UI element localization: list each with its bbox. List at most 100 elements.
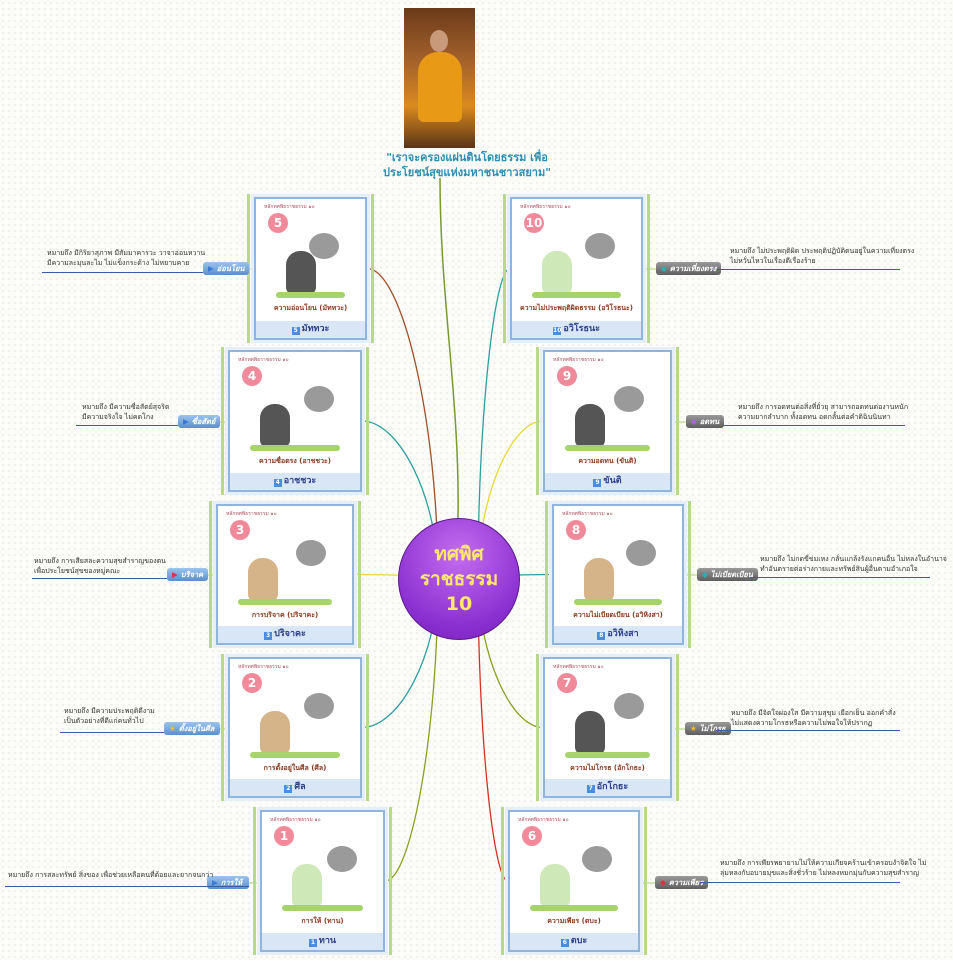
cartoon-character-icon — [542, 251, 572, 295]
badge-label: ตั้งอยู่ในศีล — [178, 724, 215, 733]
portrait-robe — [418, 52, 462, 122]
description-line: หมายถึง มีความซื่อสัตย์สุจริต — [82, 403, 170, 411]
description-line: ลุ่มหลงกับอบายมุขและสิ่งชั่วร้าย ไม่หลงห… — [720, 869, 920, 877]
cartoon-character-icon — [260, 711, 290, 755]
description-line: มีความละมุนละไม ไม่แข็งกระด้าง ไม่หยาบคา… — [47, 259, 190, 267]
card-illustration — [565, 693, 650, 758]
grass-icon — [574, 599, 662, 605]
card-frame — [536, 347, 679, 495]
grass-icon — [565, 752, 650, 758]
card-illustration — [238, 540, 332, 605]
topic-card-8[interactable]: หลักทศพิธราชธรรม ๑๐ 8 ความไม่เบียดเบียน … — [552, 504, 684, 645]
description-line: ไม่หวั่นไหวในเรื่องดีเรื่องร้าย — [730, 257, 816, 265]
badge-8[interactable]: ◆ไม่เบียดเบียน — [697, 568, 758, 581]
flag-icon: ▶ — [208, 264, 214, 273]
portrait-head — [430, 30, 448, 52]
central-topic[interactable]: ทศพิศ ราชธรรม 10 — [398, 518, 520, 640]
description-5: หมายถึง มีกิริยาสุภาพ มีสัมมาคารวะ วาจาอ… — [47, 248, 205, 268]
grass-icon — [276, 292, 345, 298]
card-caption-label: ทาน — [318, 936, 337, 946]
description-line: หมายถึง มีกิริยาสุภาพ มีสัมมาคารวะ วาจาอ… — [47, 249, 206, 257]
description-3: หมายถึง การเสียสละความสุขสำราญของตนเพื่อ… — [34, 556, 166, 576]
card-frame — [501, 807, 647, 955]
topic-card-2[interactable]: หลักทศพิธราชธรรม ๑๐ 2 การตั้งอยู่ในศีล (… — [228, 657, 362, 798]
badge-2[interactable]: ★ตั้งอยู่ในศีล — [164, 722, 220, 735]
topic-card-3[interactable]: หลักทศพิธราชธรรม ๑๐ 3 การบริจาค (ปริจาคะ… — [216, 504, 354, 645]
topic-card-4[interactable]: หลักทศพิธราชธรรม ๑๐ 4 ความซื่อตรง (อาชชว… — [228, 350, 362, 492]
badge-1[interactable]: ▶การให้ — [207, 876, 249, 889]
card-frame — [536, 654, 679, 801]
badge-label: ความเที่ยงตรง — [669, 264, 717, 273]
card-illustration — [565, 386, 650, 451]
topic-card-5[interactable]: หลักทศพิธราชธรรม ๑๐ 5 ความอ่อนโยน (มัททว… — [254, 197, 367, 340]
card-frame — [503, 194, 650, 343]
description-line: หมายถึง การอดทนต่อสิ่งที่ยั่วยุ สามารถอด… — [738, 403, 909, 411]
description-line: หมายถึง มีจิตใจผ่องใส มีความสุขุม เยือกเ… — [731, 709, 896, 717]
speech-bubble-icon — [296, 540, 326, 566]
description-underline — [5, 886, 249, 887]
badge-3[interactable]: ▶บริจาค — [167, 568, 209, 581]
card-subtitle: ความอดทน (ขันติ) — [578, 457, 637, 465]
flag-icon: ◆ — [702, 570, 708, 579]
description-underline — [76, 425, 178, 426]
description-9: หมายถึง การอดทนต่อสิ่งที่ยั่วยุ สามารถอด… — [738, 402, 908, 422]
cartoon-character-icon — [286, 251, 316, 295]
number-square-icon: 1 — [308, 939, 317, 947]
card-heading: หลักทศพิธราชธรรม ๑๐ — [553, 664, 604, 670]
grass-icon — [238, 599, 332, 605]
badge-4[interactable]: ▶ซื่อสัตย์ — [178, 415, 221, 428]
description-underline — [42, 272, 203, 273]
speech-bubble-icon — [585, 233, 615, 259]
flag-icon: ◆ — [661, 264, 667, 273]
card-caption-label: ปริจาคะ — [274, 629, 306, 639]
description-underline — [60, 732, 164, 733]
topic-card-7[interactable]: หลักทศพิธราชธรรม ๑๐ 7 ความไม่โกรธ (อักโก… — [543, 657, 672, 798]
link-5 — [366, 267, 439, 579]
speech-bubble-icon — [304, 386, 334, 412]
card-frame — [221, 654, 369, 801]
card-caption-label: อวิหิงสา — [607, 629, 639, 639]
card-caption-label: อวิโรธนะ — [563, 324, 600, 334]
card-caption-label: ศีล — [294, 782, 306, 792]
card-number: 9 — [557, 366, 577, 386]
description-line: ความยากลำบาก ทั้งอดทน อดกลั้นต่อคำติฉินน… — [738, 413, 891, 421]
badge-10[interactable]: ◆ความเที่ยงตรง — [656, 262, 722, 275]
speech-bubble-icon — [614, 693, 644, 719]
card-illustration — [282, 846, 363, 911]
card-subtitle: ความเพียร (ตบะ) — [547, 917, 601, 925]
grass-icon — [250, 445, 340, 451]
card-frame — [253, 807, 392, 955]
card-illustration — [532, 233, 621, 298]
speech-bubble-icon — [327, 846, 357, 872]
number-square-icon: 2 — [284, 785, 293, 793]
badge-6[interactable]: ◆ความเพียร — [655, 876, 709, 889]
card-illustration — [574, 540, 662, 605]
description-1: หมายถึง การสละทรัพย์ สิ่งของ เพื่อช่วยเห… — [8, 870, 213, 880]
topic-card-10[interactable]: หลักทศพิธราชธรรม ๑๐ 10 ความไม่ประพฤติผิด… — [510, 197, 643, 340]
card-number: 8 — [566, 520, 586, 540]
number-square-icon: 7 — [586, 785, 595, 793]
card-heading: หลักทศพิธราชธรรม ๑๐ — [264, 204, 315, 210]
star-icon: ★ — [169, 724, 176, 733]
card-heading: หลักทศพิธราชธรรม ๑๐ — [238, 664, 289, 670]
badge-5[interactable]: ▶อ่อนโยน — [203, 262, 250, 275]
card-frame — [221, 347, 369, 495]
description-underline — [722, 425, 905, 426]
description-line: เป็นตัวอย่างที่ดีแก่คนทั่วไป — [64, 717, 144, 725]
badge-9[interactable]: ◆อดทน — [686, 415, 725, 428]
badge-7[interactable]: ★ไม่โกรธ — [685, 722, 731, 735]
speech-bubble-icon — [626, 540, 656, 566]
card-subtitle: การตั้งอยู่ในศีล (ศีล) — [263, 764, 327, 772]
number-square-icon: 6 — [560, 939, 569, 947]
description-line: หมายถึง การเพียรพยายามไม่ให้ความเกียจคร้… — [720, 859, 927, 867]
topic-card-9[interactable]: หลักทศพิธราชธรรม ๑๐ 9 ความอดทน (ขันติ) 9… — [543, 350, 672, 492]
badge-label: อดทน — [699, 417, 720, 426]
